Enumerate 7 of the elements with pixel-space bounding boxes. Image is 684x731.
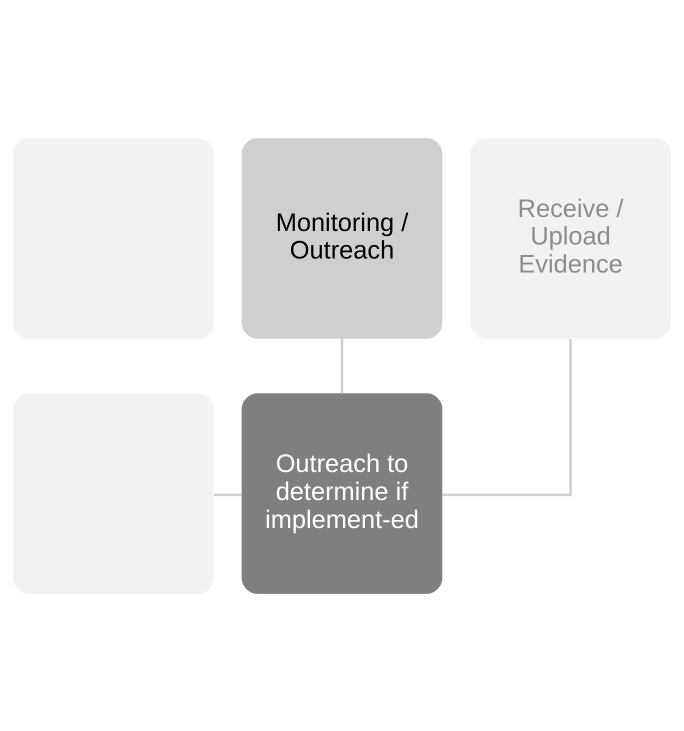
node-box: Receive / Upload Evidence	[470, 138, 671, 338]
connector	[442, 338, 572, 496]
node-box: Outreach to determine if implement-ed	[242, 392, 442, 594]
connector	[340, 338, 344, 393]
connector	[214, 493, 242, 496]
node-box	[13, 392, 214, 594]
node-box: Monitoring / Outreach	[242, 138, 442, 338]
